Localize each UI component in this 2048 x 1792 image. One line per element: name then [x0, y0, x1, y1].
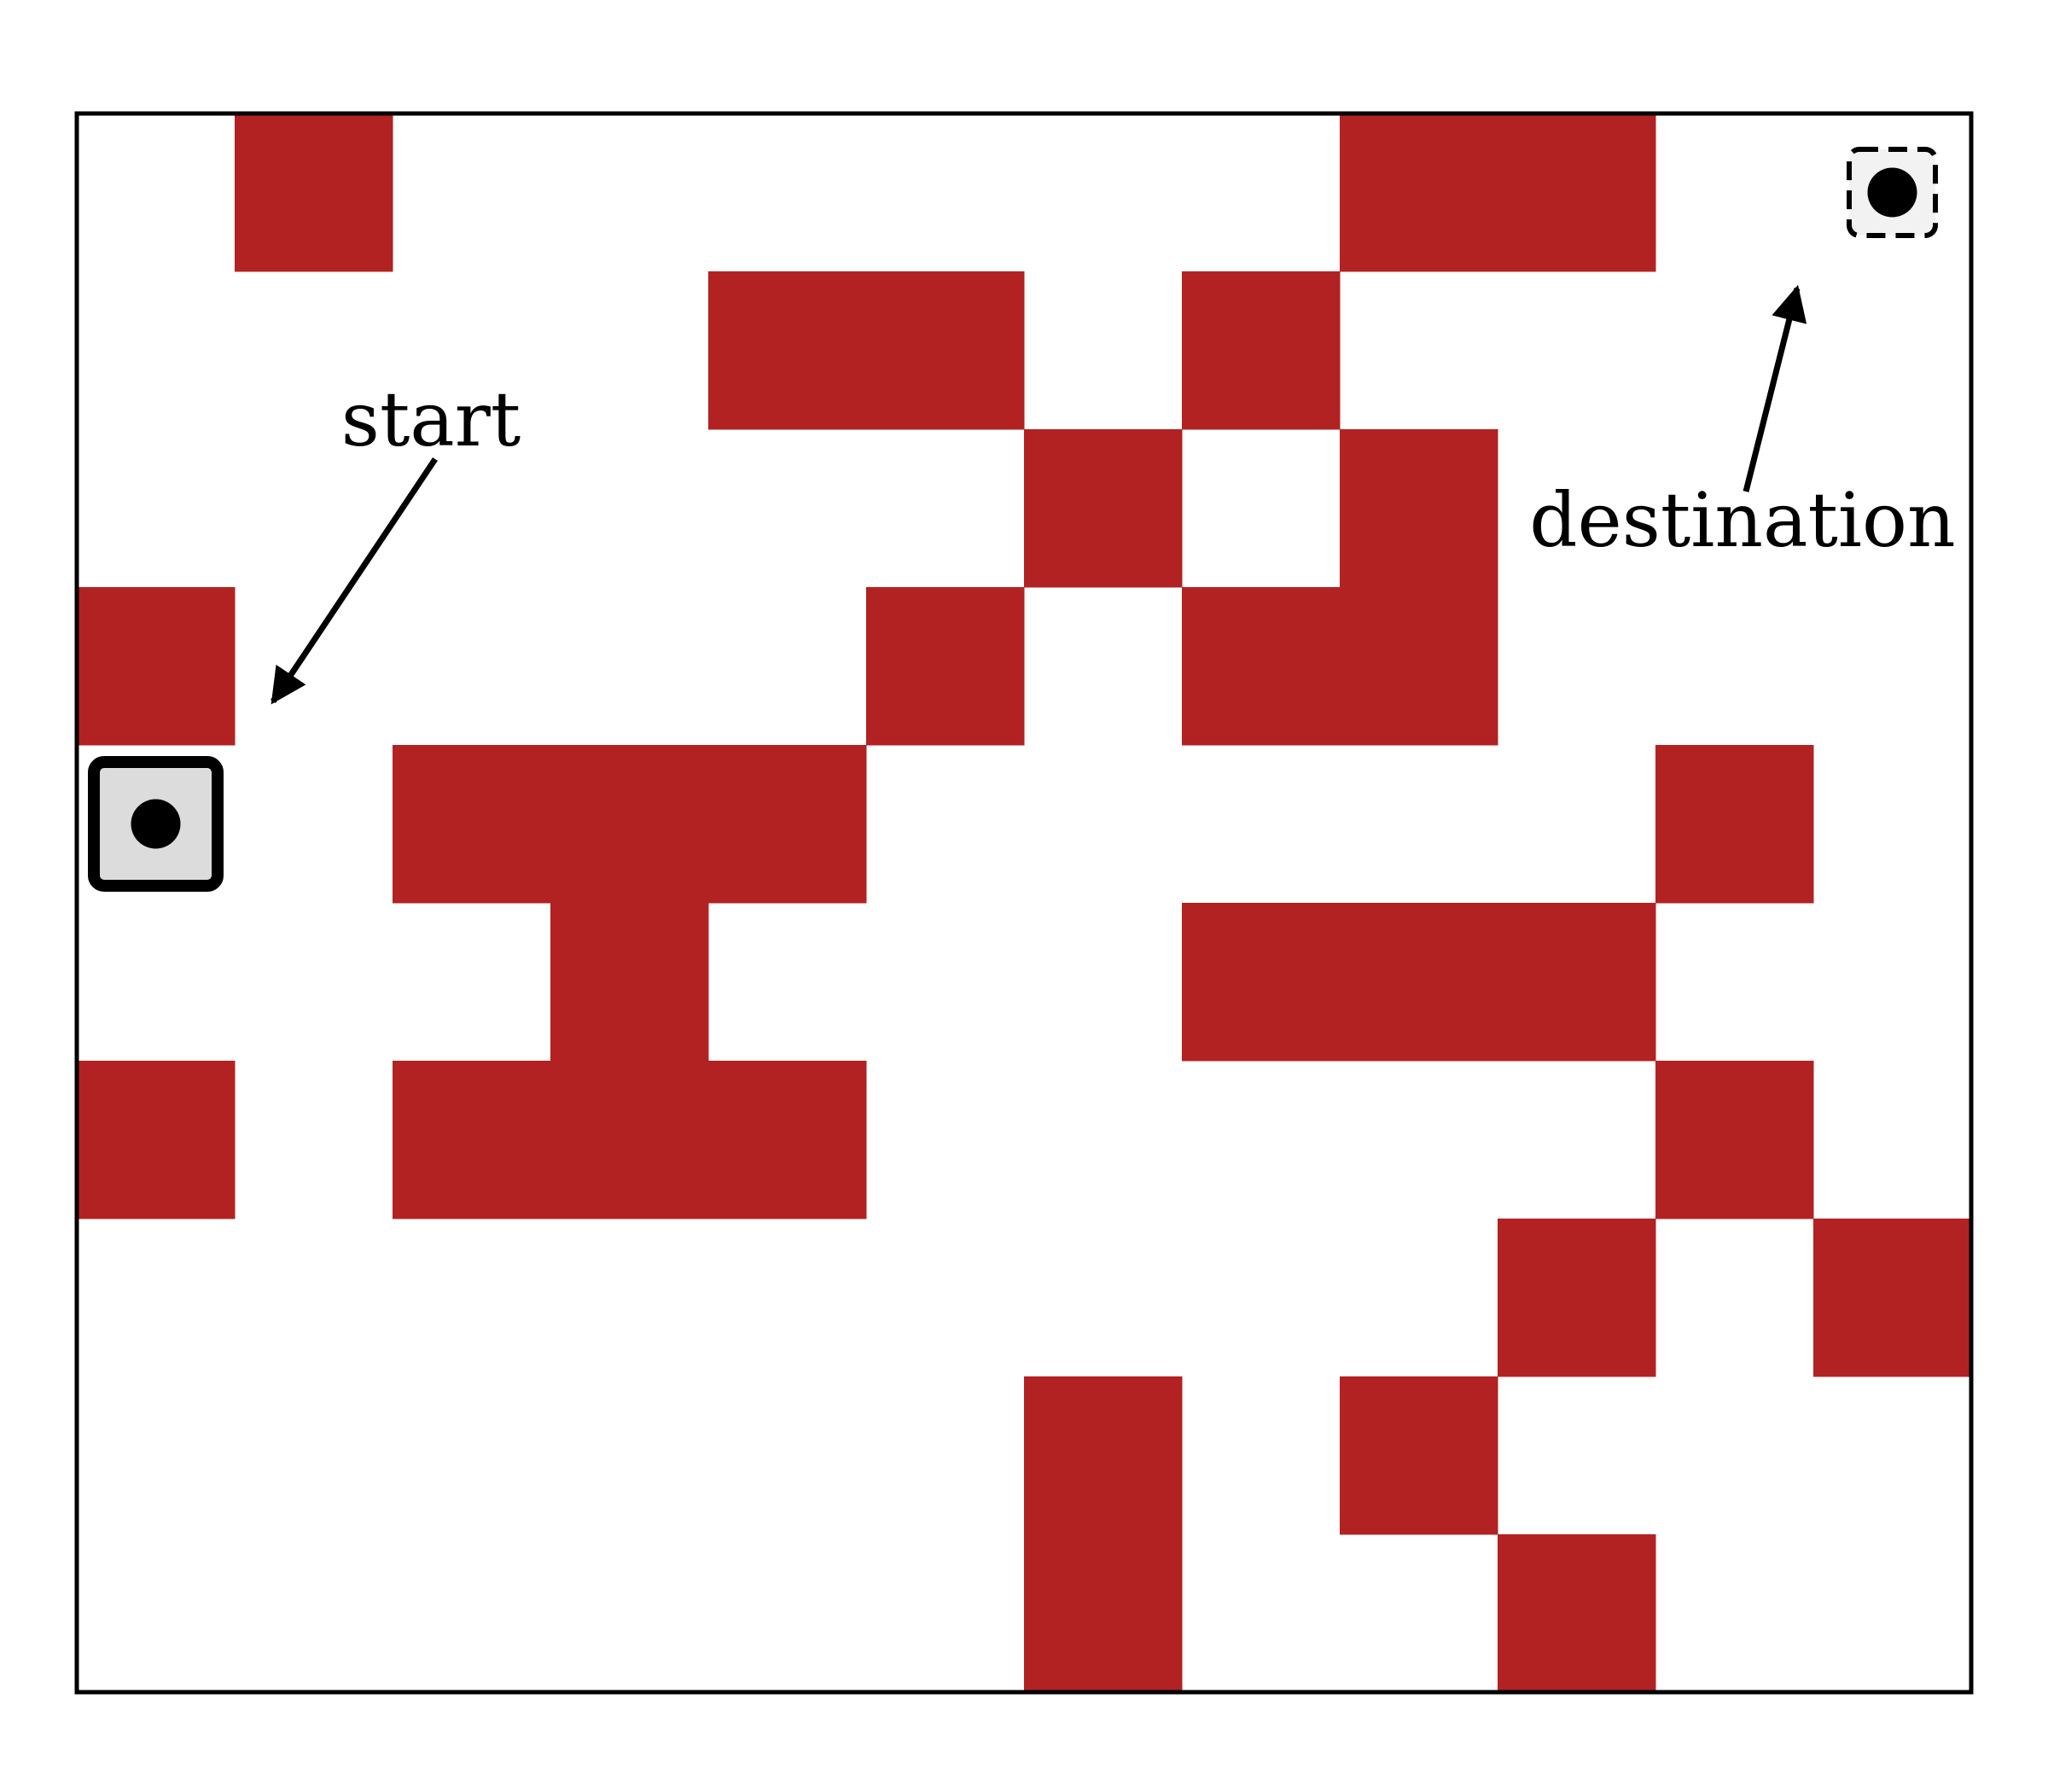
obstacle-cell [77, 1061, 236, 1219]
obstacle-cell [708, 1061, 867, 1219]
dot-icon [131, 799, 181, 849]
obstacle-cell [1340, 113, 1498, 272]
destination-label: destination [1529, 476, 1955, 564]
destination-cell [1847, 147, 1938, 238]
destination-arrow [1743, 284, 1807, 492]
obstacle-cell [1340, 903, 1498, 1062]
obstacle-cell [708, 271, 867, 430]
obstacle-cell [1498, 113, 1656, 272]
dot-icon [1867, 167, 1917, 218]
obstacle-cell [1340, 587, 1498, 746]
obstacle-cell [1182, 903, 1341, 1062]
obstacle-cell [1498, 1219, 1656, 1377]
obstacle-cell [77, 587, 236, 746]
obstacle-cell [1813, 1219, 1972, 1377]
obstacle-cell [1655, 1061, 1814, 1219]
obstacle-cell [1024, 1534, 1183, 1693]
obstacle-cell [235, 113, 393, 272]
obstacle-cell [866, 587, 1025, 746]
obstacle-cell [1655, 745, 1814, 904]
obstacle-cell [550, 903, 709, 1062]
obstacle-cell [1498, 903, 1656, 1062]
obstacle-cell [1024, 429, 1183, 588]
obstacle-cell [1340, 1376, 1498, 1535]
obstacle-cell [393, 1061, 551, 1219]
obstacle-cell [866, 271, 1025, 430]
start-cell [88, 756, 224, 892]
obstacle-cells [77, 113, 1972, 1693]
obstacle-cell [550, 1061, 709, 1219]
start-label: start [341, 375, 521, 463]
obstacle-cell [393, 745, 551, 904]
grid-border [74, 111, 1974, 1695]
obstacle-cell [1182, 271, 1341, 430]
obstacle-cell [1340, 429, 1498, 588]
obstacle-cell [1498, 1534, 1656, 1693]
obstacle-cell [1024, 1376, 1183, 1535]
obstacle-cell [1182, 587, 1341, 746]
obstacle-cell [708, 745, 867, 904]
start-arrow [271, 457, 438, 705]
obstacle-cell [550, 745, 709, 904]
